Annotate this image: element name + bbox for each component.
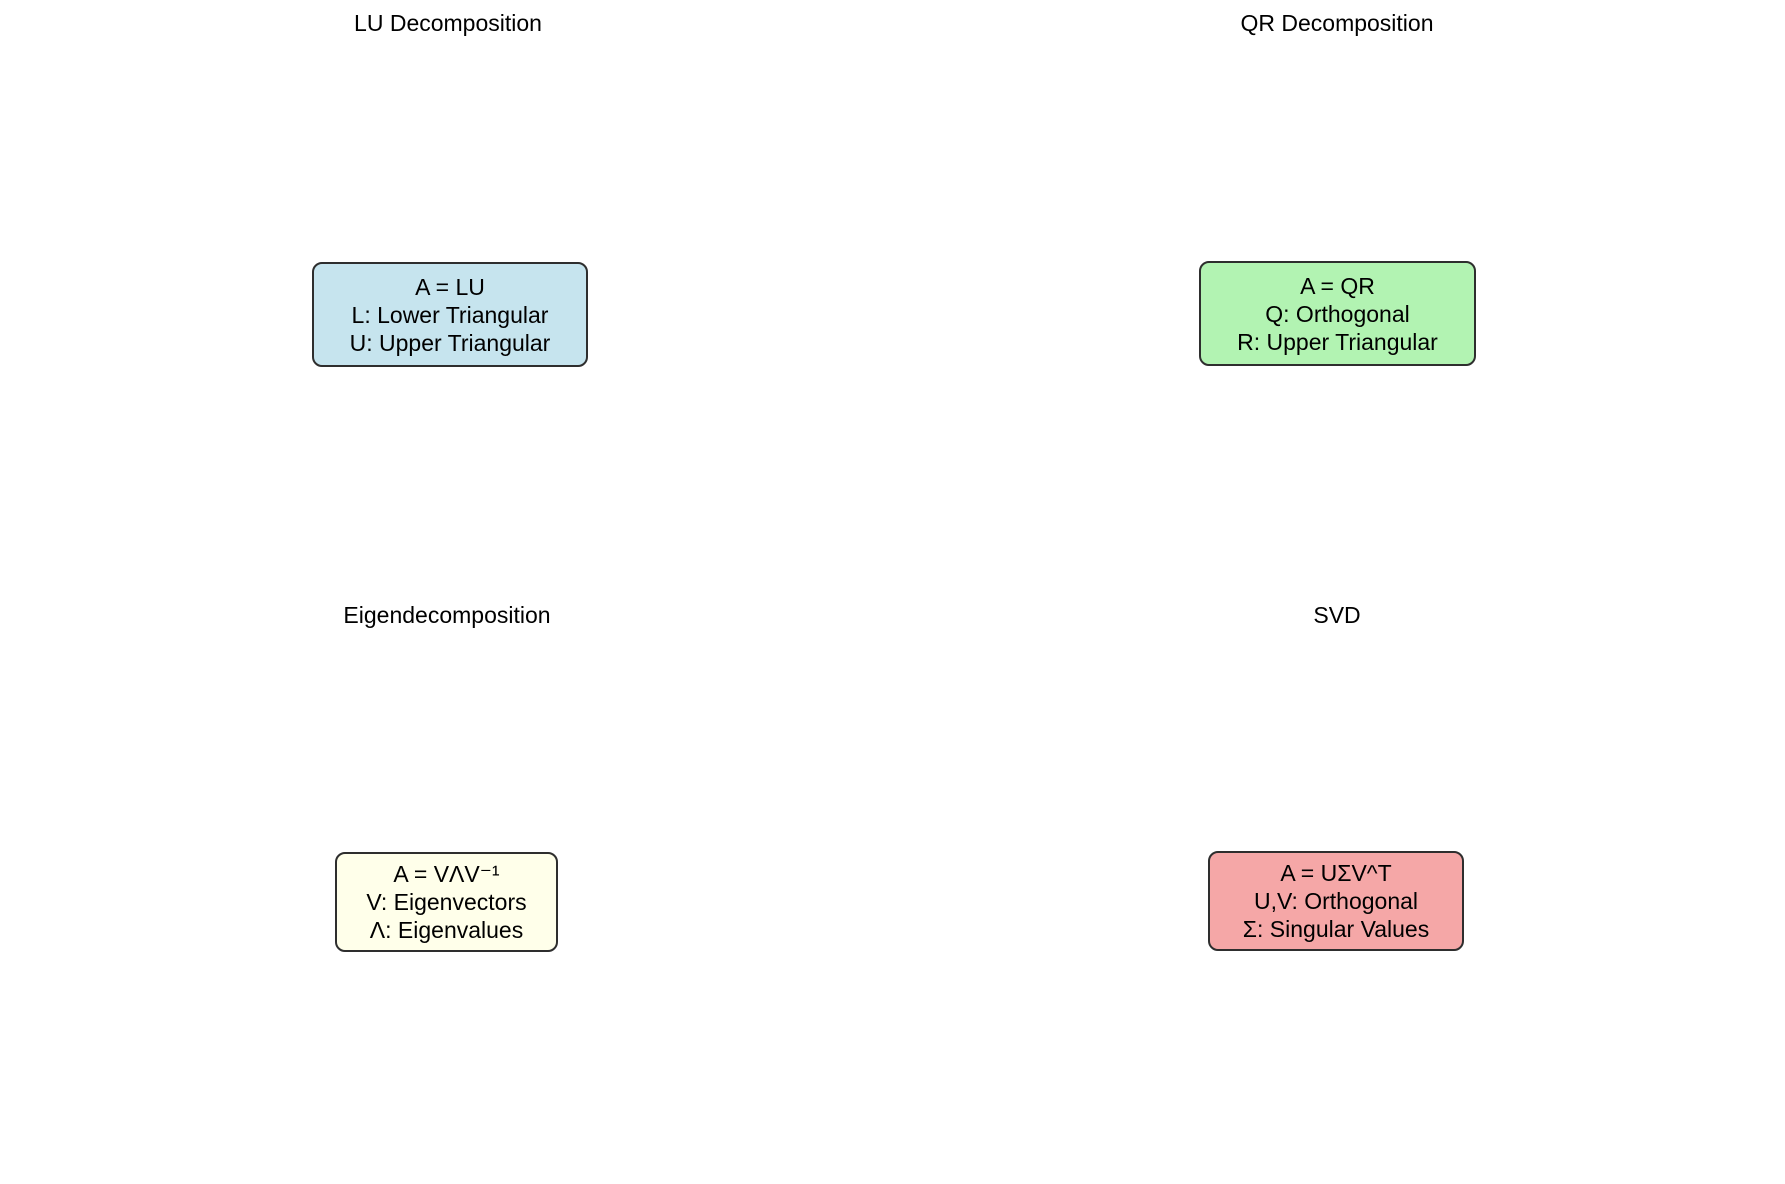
lu-decomposition-box: A = LU L: Lower Triangular U: Upper Tria… <box>312 262 588 367</box>
eigendecomposition-box: A = VΛV⁻¹ V: Eigenvectors Λ: Eigenvalues <box>335 852 558 952</box>
svd-formula-line: A = UΣV^T <box>1280 860 1392 886</box>
lu-u-description-line: U: Upper Triangular <box>349 329 551 356</box>
qr-formula-line: A = QR <box>1300 272 1375 299</box>
eigen-lambda-description-line: Λ: Eigenvalues <box>369 917 524 943</box>
panel-title-eigendecomposition: Eigendecomposition <box>343 602 551 628</box>
qr-decomposition-box: A = QR Q: Orthogonal R: Upper Triangular <box>1199 261 1476 366</box>
lu-formula-line: A = LU <box>415 273 485 300</box>
eigen-v-description-line: V: Eigenvectors <box>366 889 527 915</box>
eigen-formula-line: A = VΛV⁻¹ <box>393 861 500 887</box>
qr-q-description-line: Q: Orthogonal <box>1265 300 1410 327</box>
panel-title-svd: SVD <box>1313 602 1361 628</box>
panel-title-lu-decomposition: LU Decomposition <box>354 10 542 36</box>
svd-sigma-description-line: Σ: Singular Values <box>1242 916 1430 942</box>
svd-uv-description-line: U,V: Orthogonal <box>1253 888 1419 914</box>
svd-box: A = UΣV^T U,V: Orthogonal Σ: Singular Va… <box>1208 851 1464 951</box>
qr-r-description-line: R: Upper Triangular <box>1237 328 1438 355</box>
lu-l-description-line: L: Lower Triangular <box>351 301 549 328</box>
panel-title-qr-decomposition: QR Decomposition <box>1240 10 1434 36</box>
